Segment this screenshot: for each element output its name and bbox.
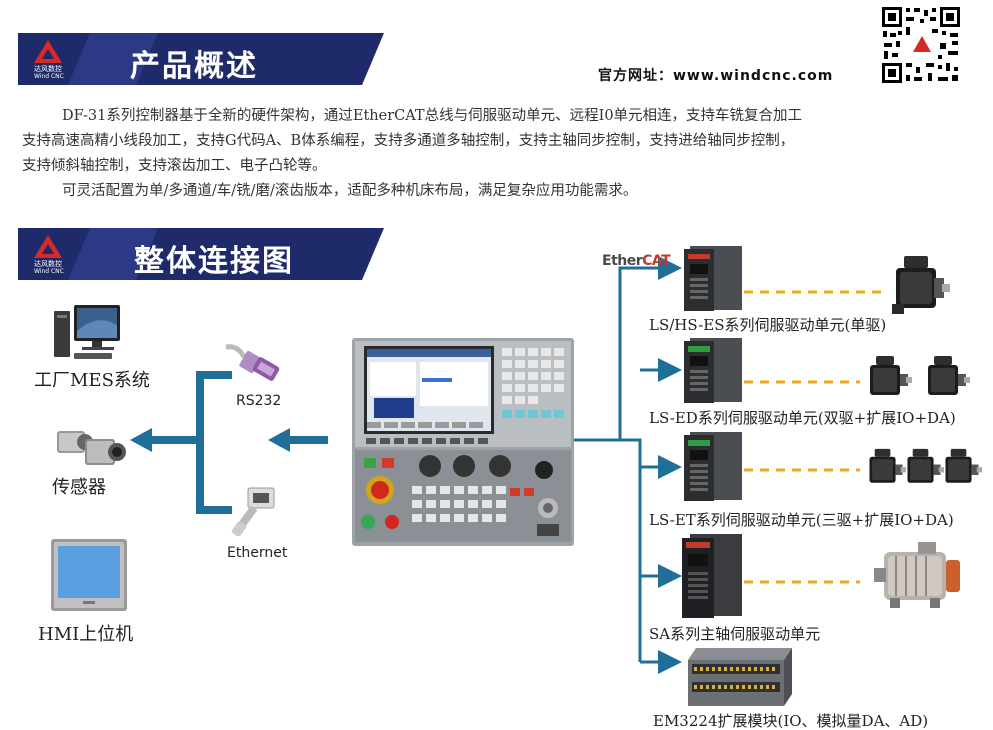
ethercat-text-cat: CAT	[642, 253, 671, 269]
logo-text-en: Wind CNC	[34, 268, 64, 275]
arrow-to-left-devices	[130, 428, 152, 452]
product-description: DF-31系列控制器基于全新的硬件架构，通过EtherCAT总线与伺服驱动单元、…	[22, 104, 982, 204]
rs232-label: RS232	[236, 393, 282, 409]
intro-line-3: 支持倾斜轴控制，支持滚齿加工、电子凸轮等。	[22, 158, 327, 174]
website-label[interactable]: 官方网址：www.windcnc.com	[598, 68, 834, 84]
spindle-motor-icon	[874, 542, 960, 608]
sa-spindle-label: SA系列主轴伺服驱动单元	[649, 625, 821, 643]
ls-hs-es-drive-icon	[684, 246, 742, 311]
servo-motor-icon	[945, 448, 982, 483]
servo-motor-icon	[869, 448, 906, 483]
hmi-panel-icon	[51, 539, 127, 611]
ethercat-label: EtherCAT	[602, 253, 671, 269]
servo-motor-icon	[892, 256, 950, 314]
em3224-label: EM3224扩展模块(IO、模拟量DA、AD)	[653, 712, 929, 730]
sa-spindle-drive-icon	[682, 534, 742, 618]
banner-shape	[18, 228, 384, 280]
servo-motor-icon	[870, 356, 912, 395]
ls-et-drive-icon	[684, 432, 742, 501]
banner-shape	[18, 33, 384, 85]
intro-line-1: DF-31系列控制器基于全新的硬件架构，通过EtherCAT总线与伺服驱动单元、…	[62, 108, 803, 124]
servo-motor-icon	[928, 356, 970, 395]
cnc-controller-icon	[352, 338, 574, 546]
logo-text-cn: 达风数控	[34, 260, 62, 268]
sensor-icon	[57, 431, 126, 465]
intro-line-2: 支持高速高精小线段加工，支持G代码A、B体系编程，支持多通道多轴控制，支持主轴同…	[22, 133, 795, 149]
section-banner-connection: 达风数控 Wind CNC 整体连接图	[18, 228, 384, 280]
wind-cnc-logo-icon	[34, 40, 62, 63]
qr-code-icon[interactable]	[880, 5, 962, 85]
rs232-connector-icon	[225, 344, 280, 381]
sensor-label: 传感器	[52, 477, 106, 498]
ls-hs-es-label: LS/HS-ES系列伺服驱动单元(单驱)	[649, 316, 887, 334]
intro-line-4: 可灵活配置为单/多通道/车/铣/磨/滚齿版本，适配多种机床布局，满足复杂应用功能…	[62, 183, 638, 199]
arrow-controller-out	[268, 428, 290, 452]
logo-text-cn: 达风数控	[34, 65, 62, 73]
section-title-connection: 整体连接图	[134, 244, 294, 279]
mes-computer-icon	[54, 305, 120, 359]
mes-system-label: 工厂MES系统	[34, 370, 150, 391]
ls-ed-drive-icon	[684, 338, 742, 403]
em3224-module-icon	[688, 648, 792, 706]
wind-cnc-logo-icon	[34, 235, 62, 258]
servo-motor-icon	[907, 448, 944, 483]
ethercat-text-ether: Ether	[602, 253, 643, 269]
section-title-overview: 产品概述	[130, 49, 258, 84]
ethernet-connector-icon	[231, 487, 275, 536]
hmi-label: HMI上位机	[38, 624, 134, 645]
logo-text-en: Wind CNC	[34, 73, 64, 80]
ethernet-label: Ethernet	[227, 545, 288, 561]
ls-et-label: LS-ET系列伺服驱动单元(三驱+扩展IO+DA)	[649, 511, 954, 529]
ls-ed-label: LS-ED系列伺服驱动单元(双驱+扩展IO+DA)	[649, 409, 956, 427]
section-banner-overview: 达风数控 Wind CNC 产品概述	[18, 33, 384, 85]
